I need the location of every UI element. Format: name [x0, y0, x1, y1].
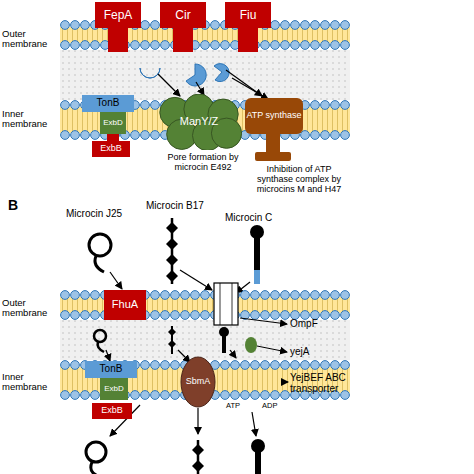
microcin-label: Microcin C: [225, 212, 305, 223]
membrane-label: Inner membrane: [2, 372, 60, 393]
node-text: TonB: [97, 98, 120, 109]
action-arrows-a: [158, 70, 268, 99]
ompf-porin: [214, 283, 238, 325]
protein-label: OmpF: [290, 318, 350, 329]
leader-lines: [240, 318, 288, 382]
membrane-label: Outer membrane: [2, 29, 60, 50]
membrane-label: Inner membrane: [2, 109, 60, 130]
transporter-ellipse: SbmA: [180, 356, 216, 408]
membrane-label: Outer membrane: [2, 298, 60, 319]
microcin-label: Microcin J25: [66, 208, 146, 219]
node-text: Fiu: [240, 9, 257, 22]
outer-membrane-b: [60, 290, 350, 320]
microcin-shapes-periplasm-b: [94, 326, 257, 354]
exbb-box: ExbB: [92, 403, 132, 419]
energy-label: ATP: [226, 402, 256, 410]
receptor-stems: [108, 26, 258, 52]
node-text: TonB: [100, 364, 123, 375]
mechanism-note: Inhibition of ATP synthase complex by mi…: [250, 165, 348, 195]
receptor-box: Cir: [160, 2, 206, 28]
protein-label: YejBEF ABC transporter: [290, 372, 370, 394]
node-text: ExbB: [100, 144, 122, 153]
atp-synthase-stalk: [255, 133, 291, 161]
periplasm-a: [60, 50, 350, 100]
tonb-box: TonB: [82, 95, 134, 112]
exbd-box: ExbD: [100, 378, 128, 400]
node-text: ATP synthase: [246, 111, 301, 120]
node-text: FhuA: [112, 299, 138, 311]
panel-letter: B: [8, 198, 28, 213]
mechanism-note: Pore formation by microcin E492: [158, 153, 248, 173]
receptor-box: FepA: [95, 2, 141, 28]
protein-label: yejA: [290, 346, 350, 357]
energy-label: ADP: [262, 402, 292, 410]
node-text: ExbD: [104, 385, 124, 393]
exbb-box: ExbB: [92, 141, 130, 157]
microcin-shapes-a: [140, 64, 229, 86]
node-text: Cir: [175, 9, 190, 22]
node-text: ManY/Z: [180, 116, 219, 128]
microcin-label: Microcin B17: [146, 200, 226, 211]
atp-synthase-box: ATP synthase: [245, 98, 303, 134]
node-text: SbmA: [186, 377, 211, 386]
node-text: ExbD: [103, 119, 123, 127]
node-text: FepA: [104, 9, 133, 22]
tonb-box: TonB: [85, 361, 137, 378]
exbd-box: ExbD: [100, 112, 126, 134]
microcin-shapes-cytoplasm: [86, 439, 265, 474]
microcin-j25-lasso: [89, 234, 111, 272]
transporter-complex: ManY/Z: [156, 94, 242, 150]
receptor-box: Fiu: [225, 2, 271, 28]
microcin-c-shape: [250, 225, 264, 284]
node-text: ExbB: [101, 406, 123, 415]
microcin-b17-chain: [166, 218, 178, 284]
receptor-box: FhuA: [104, 290, 146, 320]
